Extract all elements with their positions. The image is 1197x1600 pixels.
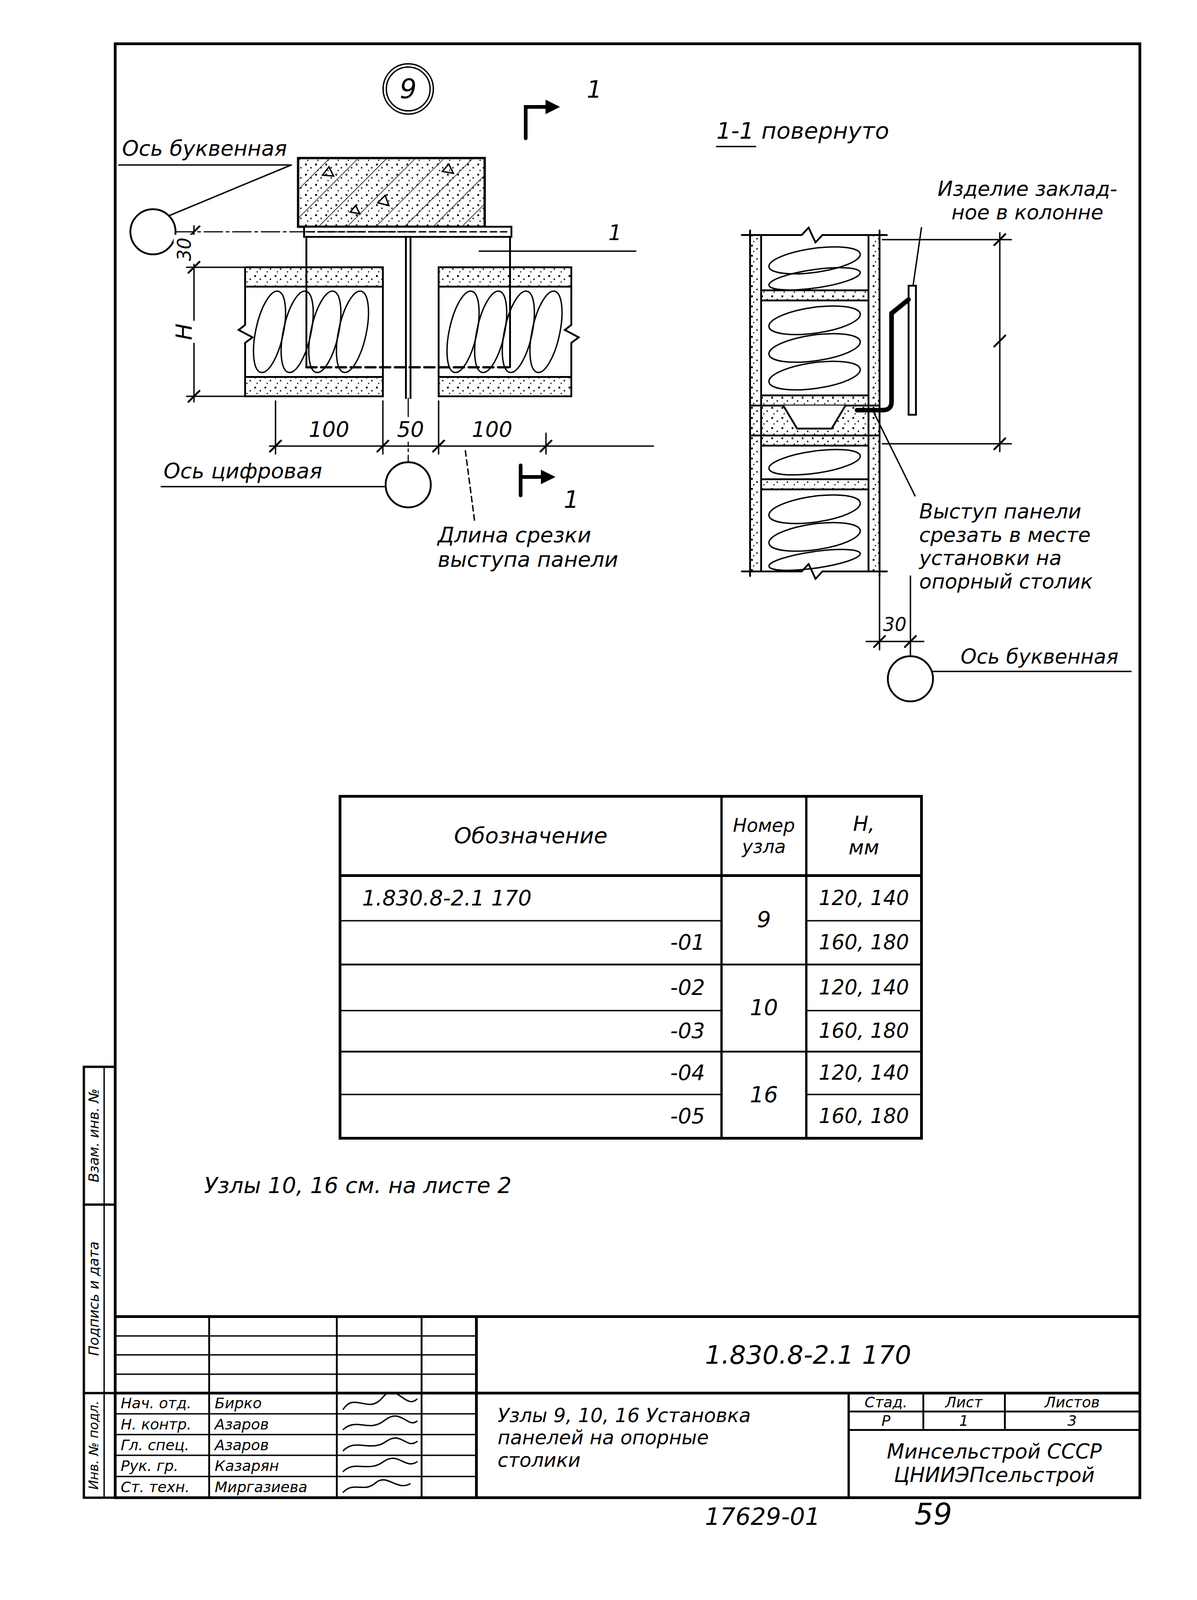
title-cell: 3: [1067, 1412, 1077, 1430]
table-cell: 120, 140: [818, 886, 910, 910]
axis-label: Ось буквенная: [960, 645, 1119, 669]
title-cell: Азаров: [214, 1415, 269, 1433]
title-cell: Н. контр.: [120, 1415, 192, 1433]
dimension: 100: [308, 417, 350, 442]
callout-number: 9: [399, 73, 417, 105]
table-cell: -04: [670, 1060, 705, 1086]
callout-circle: 9: [382, 63, 435, 115]
table-header: Обозначение: [453, 822, 608, 849]
archive-number: 17629-01: [704, 1502, 821, 1531]
table-cell: 10: [749, 994, 778, 1021]
organization: Минсельстрой СССР ЦНИИЭПсельстрой: [856, 1439, 1133, 1487]
table-cell: 9: [756, 906, 772, 933]
table-cell: 160, 180: [818, 1019, 910, 1043]
page-number: 59: [914, 1497, 952, 1532]
title-cell: Миргазиева: [214, 1478, 308, 1496]
sheet-title: Узлы 9, 10, 16 Установка панелей на опор…: [497, 1404, 756, 1472]
table-cell: -03: [670, 1018, 705, 1044]
note: Изделие заклад- ное в колонне: [919, 177, 1136, 224]
note: Выступ панели срезать в месте установки …: [919, 499, 1132, 593]
document-code: 1.830.8-2.1 170: [704, 1339, 912, 1370]
table-cell: 160, 180: [818, 1104, 910, 1128]
table-cell: -05: [670, 1103, 705, 1129]
table-header: Номер узла: [722, 814, 806, 857]
title-cell: Лист: [944, 1393, 983, 1411]
stamp-text: Инв. № подл.: [86, 1400, 102, 1490]
axis-label: Ось буквенная: [122, 136, 288, 161]
title-cell: Нач. отд.: [120, 1394, 192, 1412]
dimension: 30: [883, 613, 907, 635]
table-cell: 1.830.8-2.1 170: [362, 886, 532, 911]
table-cell: -01: [670, 930, 705, 955]
dimension: 100: [471, 417, 513, 442]
dimension: 50: [394, 417, 428, 442]
title-cell: Листов: [1044, 1393, 1100, 1411]
title-cell: Рук. гр.: [120, 1457, 179, 1475]
dimension: H: [171, 320, 197, 343]
table-cell: -02: [670, 975, 705, 1000]
stamp-text: Подпись и дата: [86, 1241, 103, 1356]
table-cell: 120, 140: [818, 975, 910, 1000]
note: Длина срезки выступа панели: [437, 522, 650, 572]
table-cell: 16: [749, 1081, 778, 1108]
title-cell: Казарян: [214, 1457, 279, 1475]
title-cell: Р: [881, 1412, 891, 1430]
table-cell: 160, 180: [818, 930, 910, 955]
note: Узлы 10, 16 см. на листе 2: [204, 1172, 512, 1198]
section-mark: 1: [586, 76, 602, 104]
stamp-text: Взам. инв. №: [86, 1088, 103, 1183]
title-cell: 1: [959, 1412, 969, 1430]
title-cell: Стад.: [864, 1393, 908, 1411]
callout-number: 1: [608, 220, 622, 246]
table-header: H, мм: [840, 812, 887, 859]
section-mark: 1: [563, 486, 579, 514]
dimension: 30: [173, 234, 195, 265]
section-title: 1-1 повернуто: [716, 117, 890, 145]
title-cell: Гл. спец.: [120, 1436, 190, 1454]
title-cell: Ст. техн.: [120, 1478, 190, 1496]
title-cell: Азаров: [214, 1436, 269, 1454]
table-cell: 120, 140: [818, 1061, 910, 1085]
title-cell: Бирко: [214, 1394, 262, 1412]
axis-label: Ось цифровая: [163, 458, 323, 484]
